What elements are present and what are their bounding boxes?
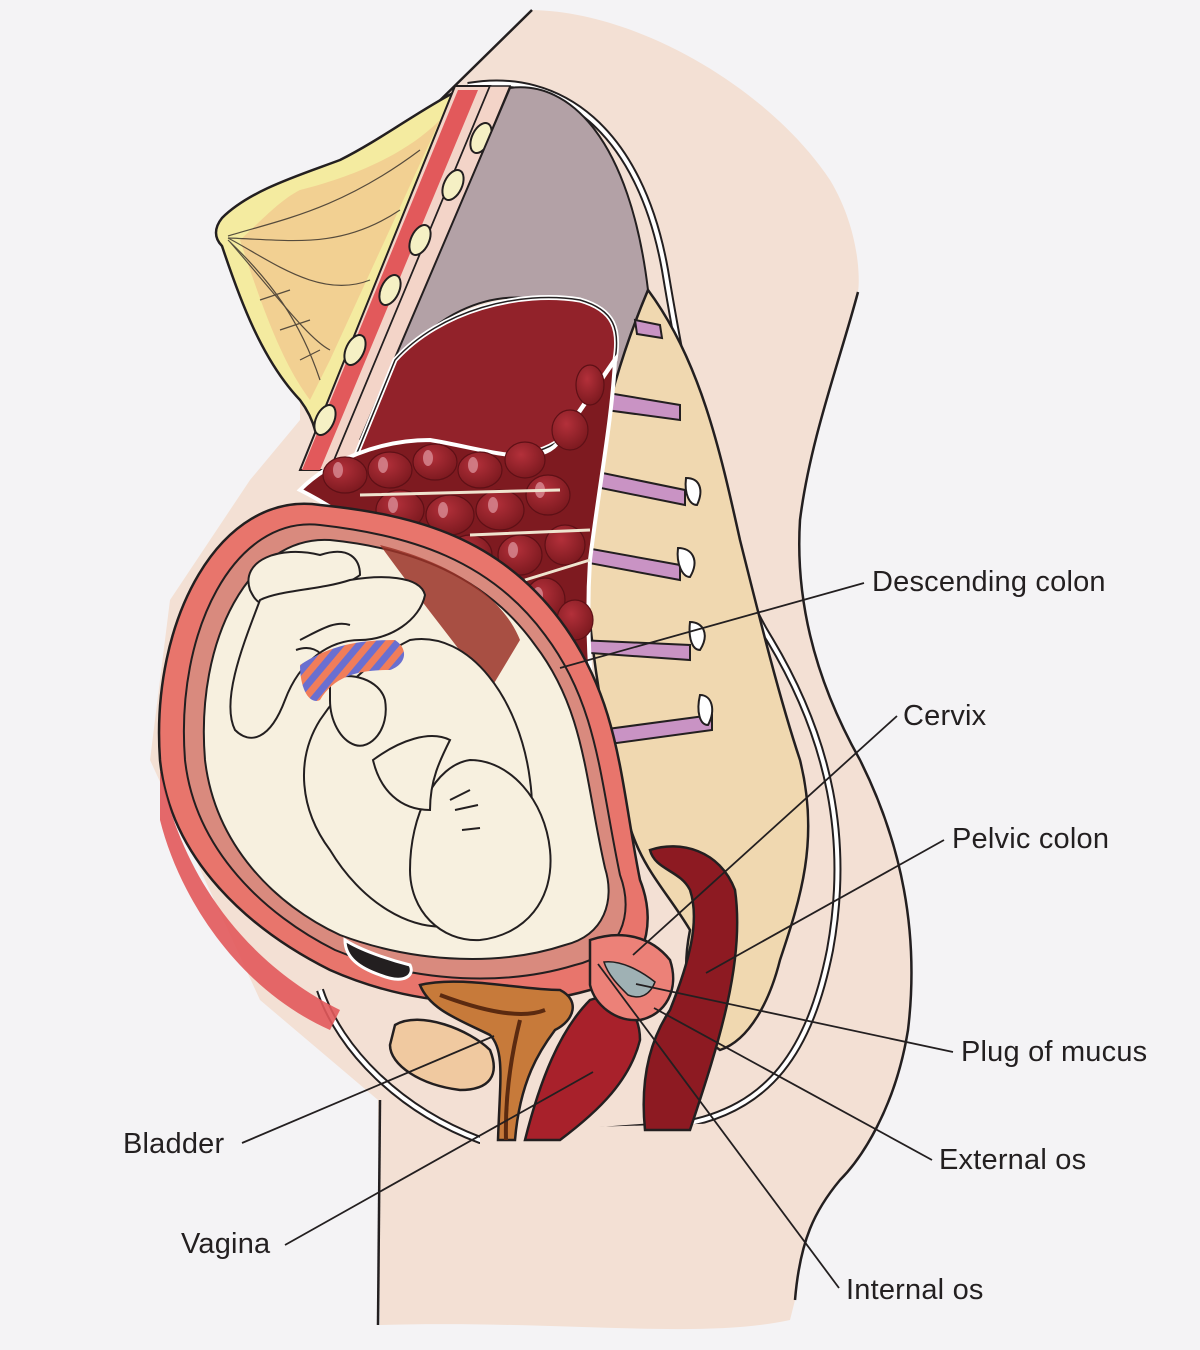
pubic-fat-pad: [343, 937, 413, 981]
fetus: [229, 550, 552, 942]
abdominal-cavity-outline: [316, 79, 842, 1150]
spinal-foramina: [676, 476, 714, 727]
placenta: [380, 545, 520, 690]
mucus-plug: [603, 961, 656, 998]
abdominal-wall: [298, 85, 512, 471]
bladder: [418, 980, 574, 1142]
fetus-hand: [329, 675, 387, 747]
milk-ducts: [227, 149, 421, 381]
label-descending-colon: Descending colon: [872, 566, 1106, 598]
label-vagina: Vagina: [181, 1228, 271, 1260]
breast: [214, 90, 462, 471]
label-pelvic-colon: Pelvic colon: [952, 823, 1110, 855]
label-cervix: Cervix: [903, 700, 987, 732]
rib-cross-sections: [313, 122, 493, 436]
intestine-highlights: [333, 450, 553, 723]
pubic-bone: [388, 1018, 495, 1092]
label-bladder: Bladder: [123, 1128, 225, 1160]
pubic-region: [160, 770, 574, 1142]
label-internal-os: Internal os: [846, 1274, 984, 1306]
fetus-leg: [229, 576, 427, 739]
label-external-os: External os: [939, 1144, 1087, 1176]
umbilical-cord: [300, 640, 405, 701]
label-plug-of-mucus: Plug of mucus: [961, 1036, 1148, 1068]
fetus-head: [408, 758, 552, 942]
leader-lines: [241, 582, 954, 1289]
